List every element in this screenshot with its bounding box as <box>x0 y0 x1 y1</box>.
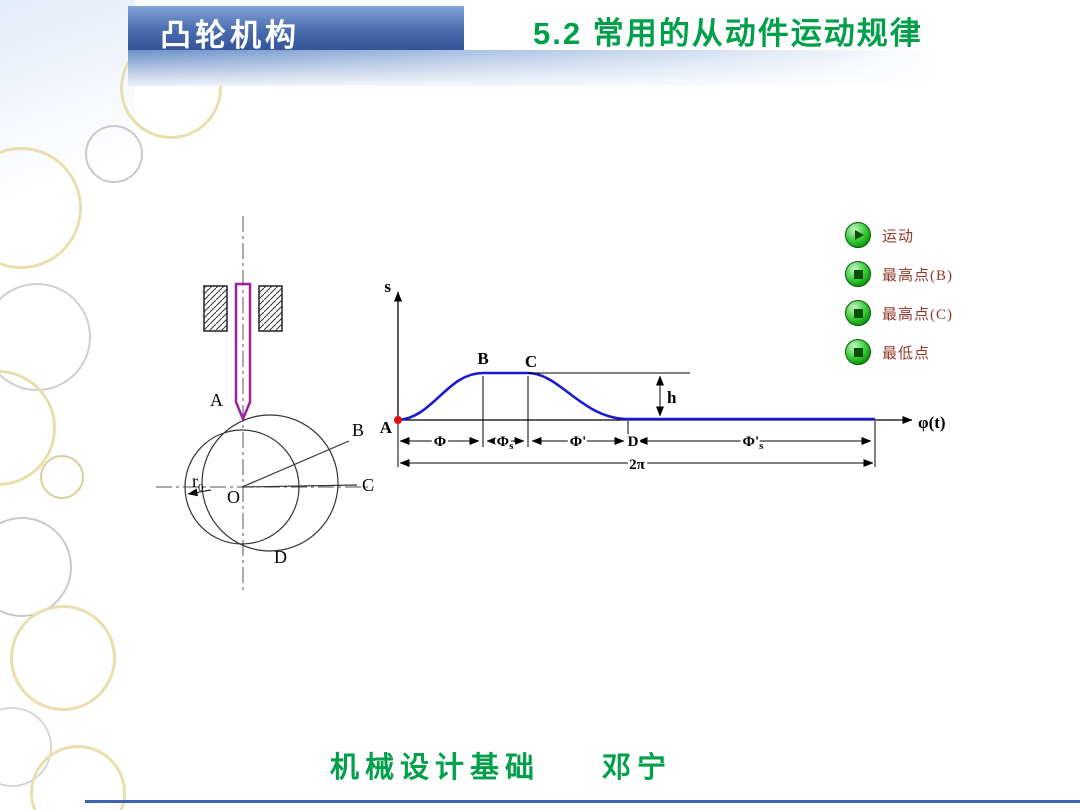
plot-label-b: B <box>477 349 488 368</box>
dim-label-rise: Φ <box>434 434 446 450</box>
cam-label-b: B <box>352 420 364 440</box>
y-axis-label: s <box>384 277 391 296</box>
animation-legend: 运动 最高点(B) 最高点(C) 最低点 <box>845 222 953 365</box>
bottom-rule <box>85 800 1080 803</box>
legend-item-highest-c[interactable]: 最高点(C) <box>845 300 953 326</box>
footer-author: 邓宁 <box>602 752 673 784</box>
stop-button[interactable] <box>845 261 871 287</box>
section-title: 5.2 常用的从动件运动规律 <box>533 16 923 51</box>
stop-button[interactable] <box>845 300 871 326</box>
decorative-circle <box>40 455 84 499</box>
cam-label-d: D <box>274 547 287 567</box>
h-label: h <box>667 388 677 407</box>
title-banner <box>128 6 464 50</box>
base-circle <box>184 429 300 545</box>
title-banner-fade <box>128 50 1080 86</box>
dim-label-full-cycle: 2π <box>629 457 646 473</box>
legend-item-lowest[interactable]: 最低点 <box>845 339 953 365</box>
play-icon <box>855 230 864 240</box>
r0-arrow <box>187 488 212 497</box>
cam-label-c: C <box>362 475 374 495</box>
course-banner-title: 凸轮机构 <box>160 18 300 53</box>
radial-line-b <box>241 440 350 488</box>
dim-label-top-dwell: Φs <box>497 434 514 452</box>
cam-mechanism-diagram: A B C D O r0 <box>156 216 374 592</box>
stop-icon <box>853 347 863 357</box>
dim-label-return: Φ' <box>570 434 587 450</box>
cam-profile-circle <box>201 414 339 552</box>
stop-icon <box>853 308 863 318</box>
radial-line-c <box>241 484 358 488</box>
legend-item-motion[interactable]: 运动 <box>845 222 953 248</box>
legend-item-highest-b[interactable]: 最高点(B) <box>845 261 953 287</box>
legend-label-motion: 运动 <box>882 228 915 245</box>
guide-block-left <box>203 285 228 332</box>
guide-block-right <box>258 285 283 332</box>
stop-button[interactable] <box>845 339 871 365</box>
plot-label-d: D <box>628 434 639 450</box>
footer: 机械设计基础 邓宁 <box>330 744 672 786</box>
follower-rod <box>234 282 252 423</box>
legend-label-highest-c: 最高点(C) <box>882 306 953 323</box>
cam-label-o: O <box>227 487 240 507</box>
legend-label-lowest: 最低点 <box>882 345 931 362</box>
footer-course-title: 机械设计基础 <box>330 752 541 784</box>
legend-label-highest-b: 最高点(B) <box>882 267 953 284</box>
plot-label-a: A <box>380 418 393 437</box>
decorative-circle <box>10 605 116 711</box>
displacement-diagram: s φ(t) A B C D h Φ Φs Φ' Φ's 2π <box>380 277 946 476</box>
stop-icon <box>853 269 863 279</box>
displacement-curve <box>397 371 875 422</box>
decorative-circle <box>0 283 91 391</box>
x-axis-label: φ(t) <box>918 413 946 432</box>
start-point-marker <box>394 416 402 424</box>
play-button[interactable] <box>845 222 871 248</box>
cam-label-r0: r0 <box>192 471 204 494</box>
decorative-circle <box>85 125 143 183</box>
cam-label-a: A <box>210 390 223 410</box>
dim-label-bottom-dwell: Φ's <box>743 434 765 452</box>
plot-label-c: C <box>525 352 537 371</box>
